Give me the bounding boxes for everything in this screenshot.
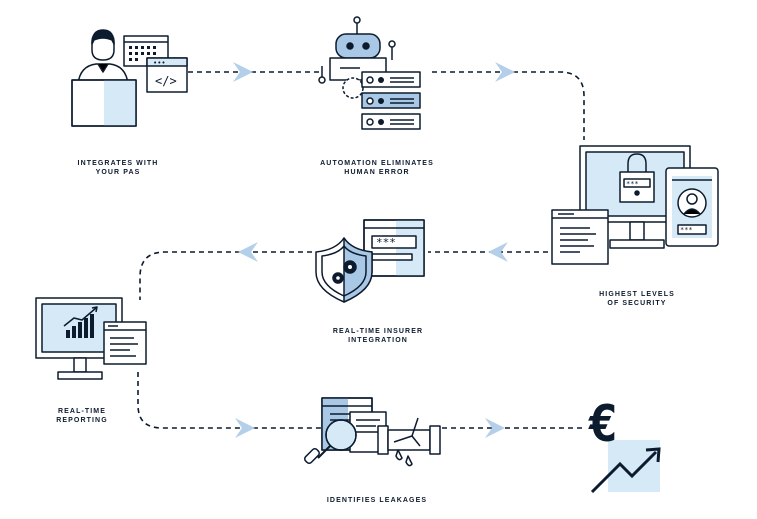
label-line: YOUR PAS	[95, 169, 141, 176]
arrow-right-1	[233, 62, 253, 82]
connector-5-6	[137, 372, 322, 429]
label-line: REAL-TIME	[57, 408, 106, 415]
label-line: OF SECURITY	[607, 300, 667, 307]
label-line: REPORTING	[56, 417, 108, 424]
flow-connectors	[137, 71, 585, 429]
step-label-reporting: REAL-TIME REPORTING	[40, 407, 124, 425]
label-line: HIGHEST LEVELS	[599, 291, 675, 298]
label-line: INTEGRATES WITH	[77, 160, 159, 167]
code-tag-text: </>	[155, 74, 177, 88]
euro-symbol: €	[588, 395, 618, 453]
step-label-security: HIGHEST LEVELS OF SECURITY	[582, 290, 692, 308]
code-window-dots: •••	[153, 59, 166, 67]
robot-server-icon	[318, 16, 421, 130]
arrow-right-2	[495, 62, 515, 82]
arrow-right-4	[485, 418, 505, 438]
arrow-right-3	[235, 418, 255, 438]
step-label-integrates: INTEGRATES WITH YOUR PAS	[68, 159, 168, 177]
devices-lock-icon: *** ***	[551, 145, 719, 265]
flow-arrowheads	[233, 62, 515, 438]
label-line: REAL-TIME INSURER	[332, 328, 424, 335]
label-line: INTEGRATION	[348, 337, 408, 344]
arrow-left-1	[488, 242, 508, 262]
tablet-password-mask: ***	[680, 226, 693, 234]
shield-password-mask: ***	[376, 236, 396, 249]
label-line: HUMAN ERROR	[344, 169, 410, 176]
step-label-insurer: REAL-TIME INSURER INTEGRATION	[318, 327, 438, 345]
shield-gears-icon: ***	[315, 219, 425, 303]
arrow-left-2	[238, 242, 258, 262]
step-label-leakages: IDENTIFIES LEAKAGES	[312, 496, 442, 505]
lock-password-mask: ***	[626, 180, 639, 188]
euro-growth-icon: €	[588, 395, 661, 494]
magnifier-pipe-leak-icon	[304, 397, 441, 467]
person-laptop-code-icon: ••• </>	[71, 29, 188, 127]
label-line: AUTOMATION ELIMINATES	[320, 160, 434, 167]
step-label-automation: AUTOMATION ELIMINATES HUMAN ERROR	[312, 159, 442, 177]
connector-2-3	[432, 71, 585, 140]
monitor-chart-icon	[35, 297, 147, 380]
label-line: IDENTIFIES LEAKAGES	[326, 497, 428, 504]
connector-4-5	[139, 251, 312, 300]
